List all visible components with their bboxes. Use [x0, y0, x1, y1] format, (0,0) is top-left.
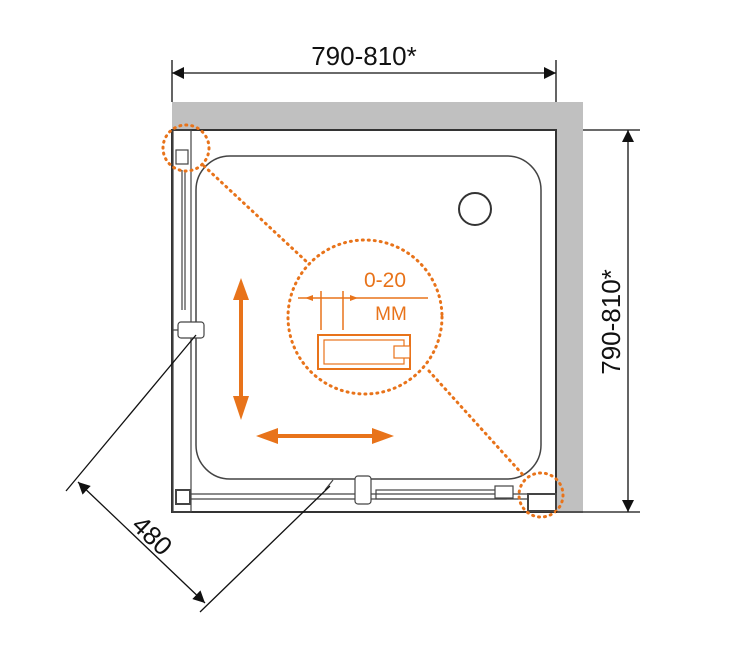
dimension-door-width [65, 334, 331, 613]
leader-bottom-right [427, 369, 526, 478]
dimension-right-depth [556, 129, 640, 513]
adjustment-arrows [233, 278, 394, 444]
detail-markers [161, 123, 565, 519]
dimension-top-width [171, 60, 557, 102]
door-handle-left [177, 321, 205, 339]
double-arrow-vertical-icon [233, 278, 249, 420]
top-width-label: 790-810* [311, 41, 417, 71]
leader-top-left [202, 164, 310, 265]
shower-tray [171, 129, 557, 513]
tray-outline [171, 129, 557, 513]
door-width-label: 480 [126, 510, 178, 562]
right-depth-label: 790-810* [596, 269, 626, 375]
magnified-detail-circle [286, 238, 444, 396]
double-arrow-horizontal-icon [256, 428, 394, 444]
adjustment-range-label: 0-20 [364, 269, 406, 292]
walls [172, 102, 583, 513]
drain-icon [458, 192, 492, 226]
detail-callout: 0-20 ММ [298, 269, 428, 370]
top-wall [172, 102, 583, 130]
door-handle-bottom [354, 475, 372, 505]
right-wall [556, 102, 583, 513]
corner-detail-top-left [161, 123, 211, 173]
unit-label: ММ [375, 304, 407, 325]
bottom-profile [191, 475, 557, 512]
corner-detail-bottom-right [517, 471, 565, 519]
